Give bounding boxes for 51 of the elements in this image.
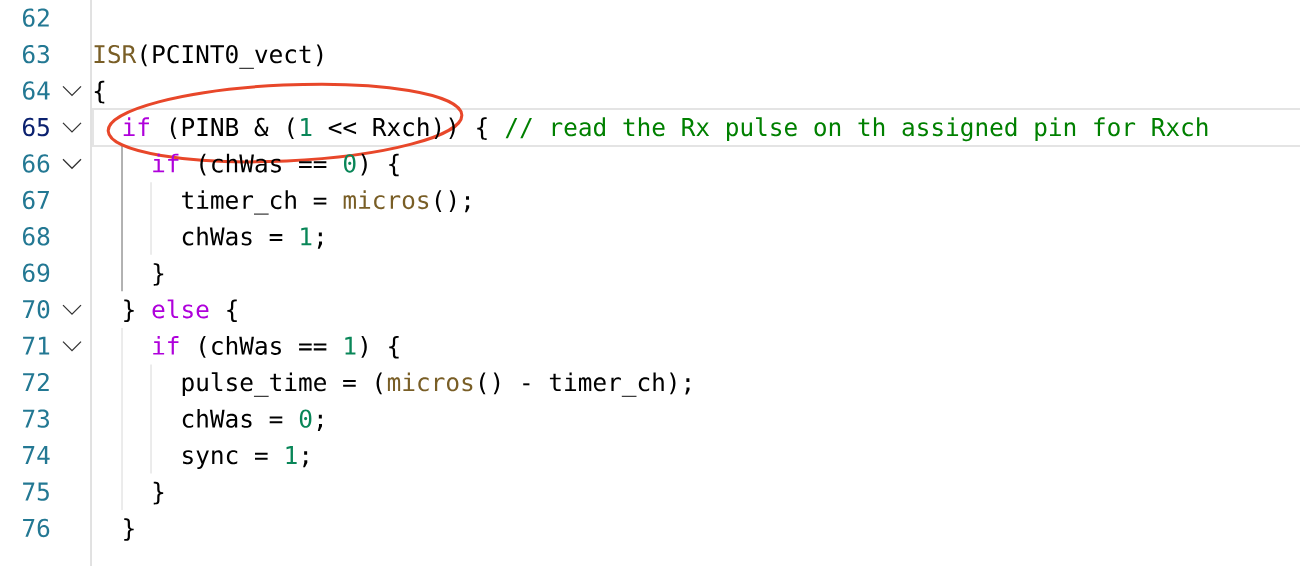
line-number: 76 <box>23 518 50 538</box>
code-comment: // read the Rx pulse on th assigned pin for Rxch <box>505 117 1208 142</box>
line-number: 64 <box>23 81 50 100</box>
line-number: 65 <box>23 117 49 137</box>
code-token: { <box>227 299 237 323</box>
code-token: (PINB & ( <box>170 117 294 140</box>
code-token: else <box>152 299 209 319</box>
code-token: } <box>153 481 164 505</box>
code-token: ISR <box>94 44 137 64</box>
code-token: pulse_time = ( <box>182 372 382 397</box>
line-number: 75 <box>23 482 49 501</box>
code-token: ) { <box>361 153 399 177</box>
line-number: 67 <box>23 190 49 210</box>
code-token: 1 <box>301 227 312 246</box>
line-number: 73 <box>23 409 49 428</box>
line-number: 74 <box>23 446 50 464</box>
line-number: 72 <box>23 372 49 391</box>
code-token: micros <box>387 372 473 392</box>
code-token: 0 <box>299 409 312 428</box>
code-token: ) { <box>361 336 399 359</box>
code-token: if <box>153 336 179 355</box>
code-token: 1 <box>345 336 356 355</box>
code-token: (PCINT0_vect) <box>141 44 323 69</box>
code-token: if <box>153 153 179 173</box>
code-token: chWas = <box>182 408 283 428</box>
line-number: 71 <box>23 336 50 355</box>
line-number: 63 <box>23 44 49 64</box>
code-token: () - timer_ch); <box>480 372 690 397</box>
line-number: 68 <box>23 227 50 246</box>
code-token: ; <box>317 232 322 249</box>
code-token: { <box>94 80 105 104</box>
code-token: sync = <box>183 450 268 469</box>
line-number: 66 <box>23 154 50 173</box>
code-token: } <box>124 518 134 541</box>
line-number: 62 <box>23 8 49 27</box>
code-token: 1 <box>286 446 297 464</box>
code-token: (chWas == <box>200 336 327 358</box>
code-token: } <box>124 299 134 323</box>
code-token: << Rxch)) { <box>328 117 487 140</box>
code-token: if <box>123 117 149 136</box>
code-token: timer_ch = <box>182 190 327 215</box>
code-token: (); <box>435 190 470 213</box>
code-token: 0 <box>344 154 356 173</box>
code-token: } <box>153 263 164 286</box>
code-token: ; <box>317 414 322 431</box>
code-token: micros <box>343 190 429 210</box>
line-number: 69 <box>23 263 50 283</box>
line-number: 70 <box>23 300 50 319</box>
code-token: 1 <box>301 118 312 136</box>
code-token: ; <box>303 451 308 468</box>
code-token: chWas = <box>182 226 283 246</box>
